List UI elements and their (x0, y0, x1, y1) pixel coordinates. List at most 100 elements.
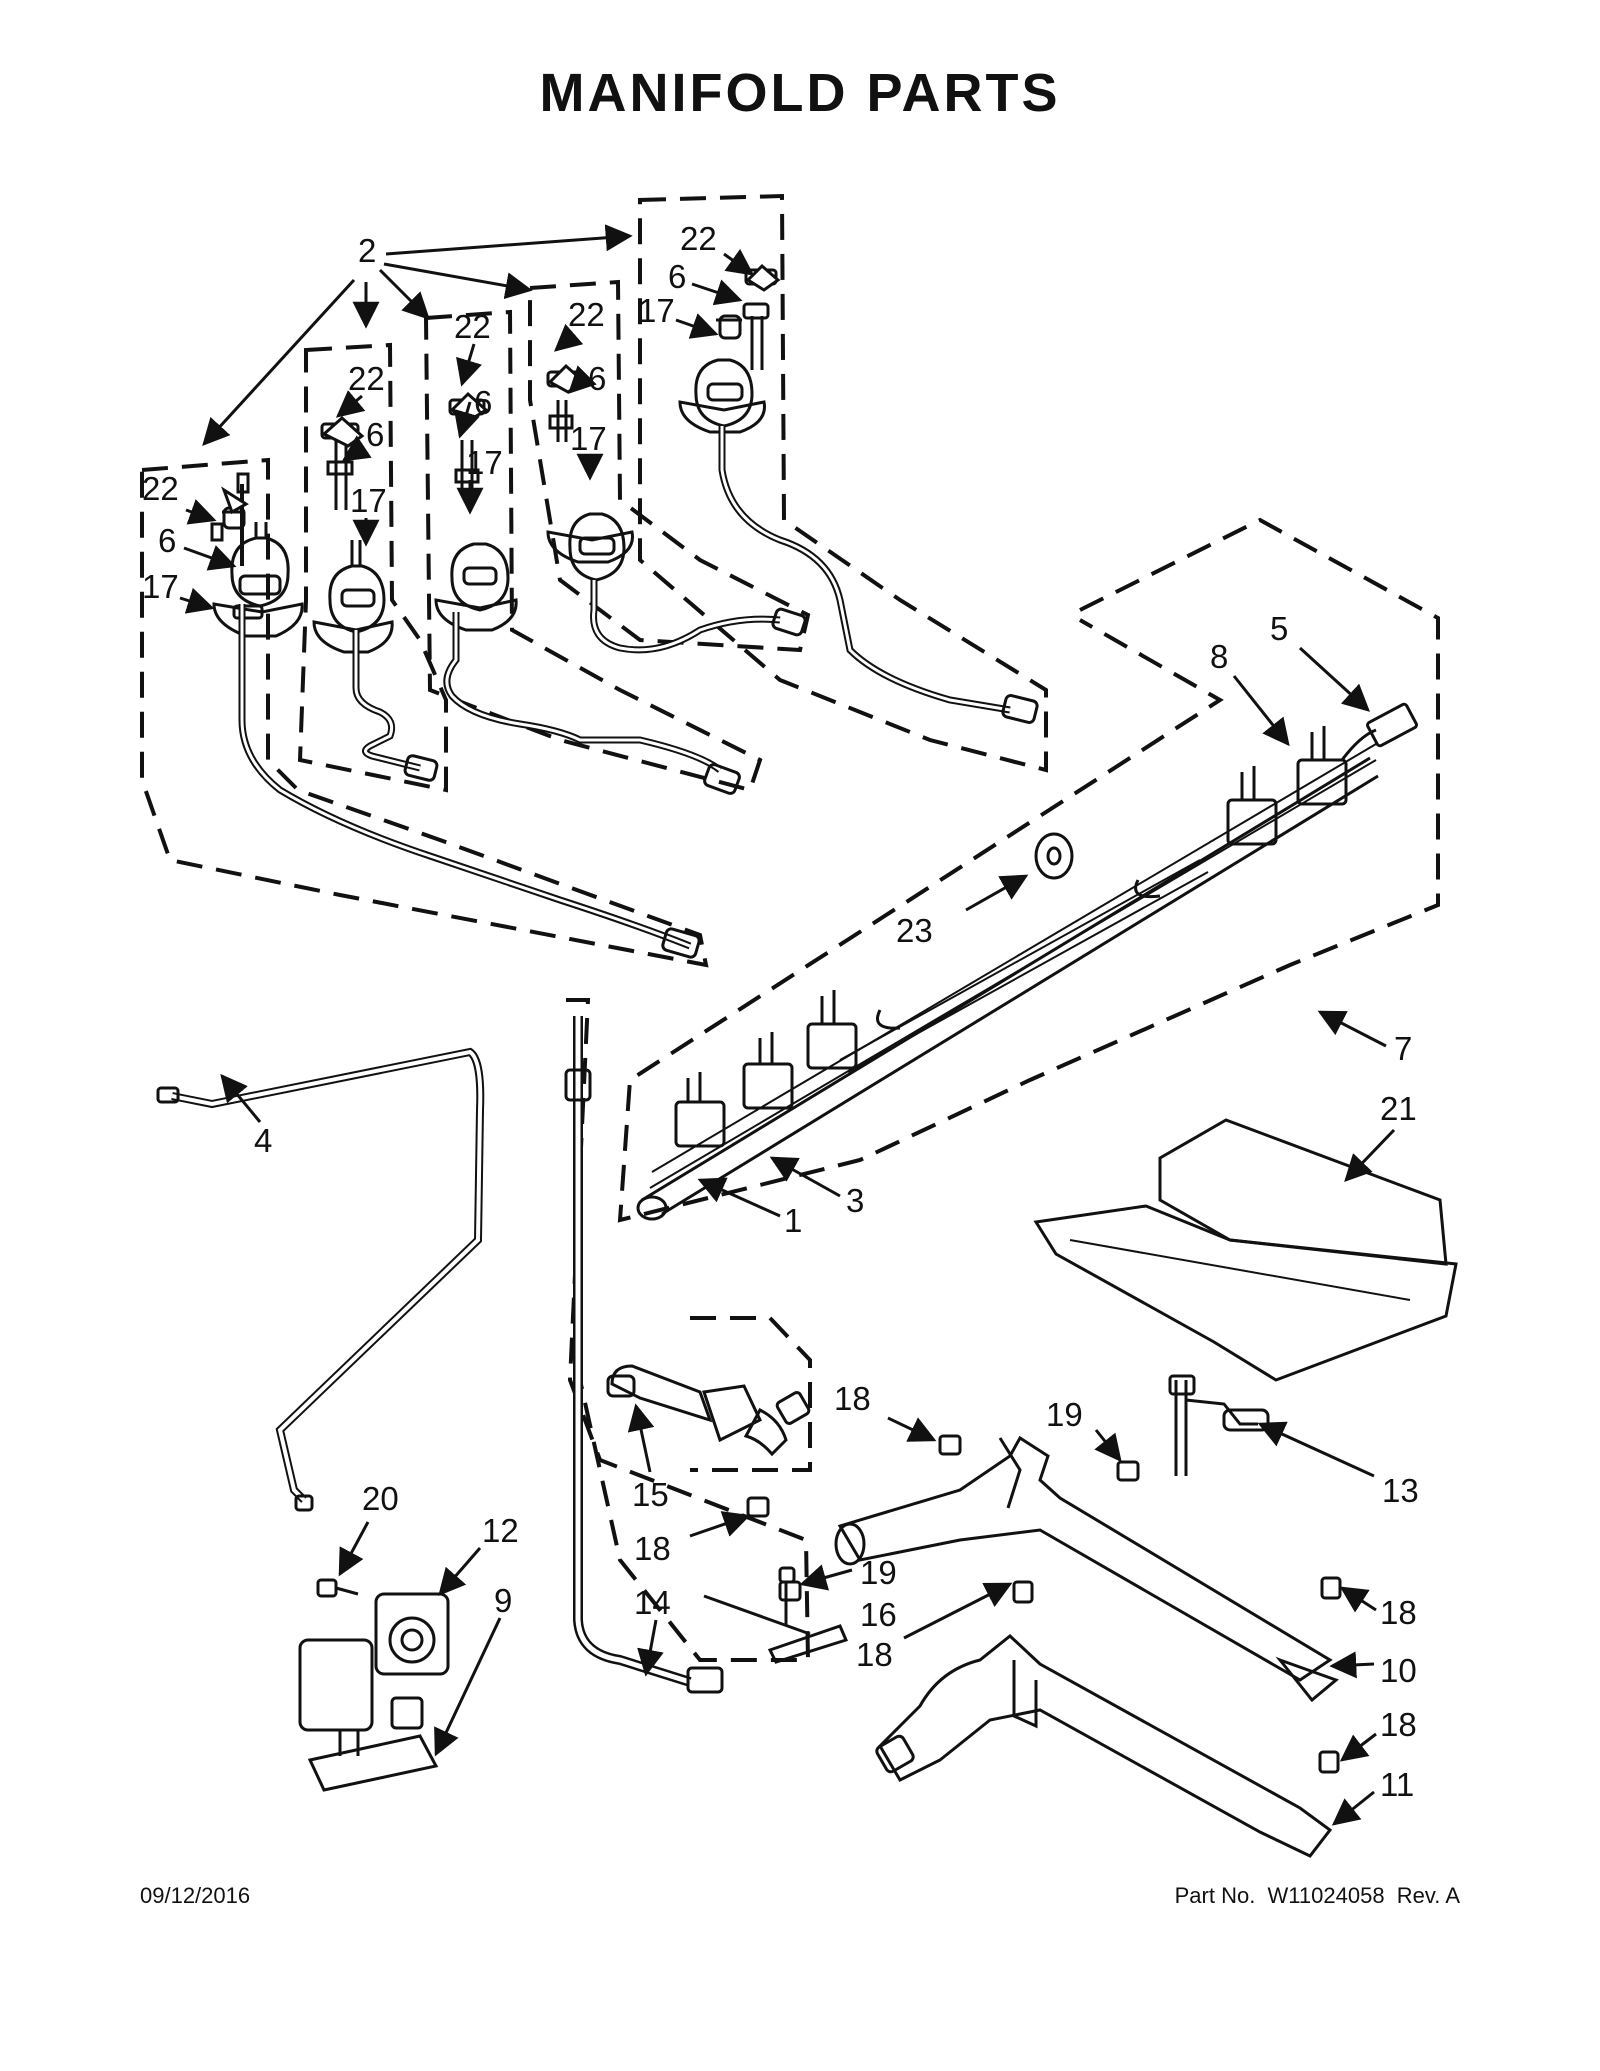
leader-8 (1232, 675, 1290, 747)
burner-valve-1 (210, 472, 701, 959)
callout-11: 11 (1380, 1766, 1414, 1803)
callout-22: 22 (568, 296, 605, 333)
manifold-pipe (636, 702, 1418, 1221)
callout-18: 18 (634, 1530, 671, 1567)
page-title: MANIFOLD PARTS (539, 63, 1061, 123)
callout-1: 1 (784, 1202, 802, 1239)
callout-7: 7 (1394, 1030, 1412, 1067)
leader-2-a (385, 224, 633, 256)
callout-18: 18 (1380, 1706, 1417, 1743)
revision-label: Rev. (1396, 1883, 1441, 1908)
part-number-line: Part No. W11024058 Rev. A (1175, 1883, 1460, 1909)
callout-21: 21 (1380, 1090, 1417, 1127)
callout-2: 2 (358, 232, 376, 269)
burner-valve-group-3-outline (423, 309, 763, 793)
callout-5: 5 (1270, 610, 1288, 647)
callout-4: 4 (254, 1122, 272, 1159)
leader-22a (185, 499, 217, 525)
callout-23: 23 (896, 912, 933, 949)
broil-burner (834, 1435, 1339, 1703)
leader-22d (553, 323, 584, 352)
burner-valve-2 (312, 415, 439, 782)
pressure-regulator (298, 1578, 450, 1792)
callout-17: 17 (466, 444, 503, 481)
callout-13: 13 (1382, 1472, 1419, 1509)
leader-4 (220, 1073, 262, 1123)
gas-line (156, 1047, 485, 1512)
leader-2-c (378, 268, 430, 320)
screw-18d (1320, 1576, 1342, 1600)
screw-18c (1012, 1580, 1034, 1604)
burner-valve-group-4-outline (528, 279, 811, 653)
leader-5 (1298, 646, 1370, 712)
leader-17a (179, 587, 215, 614)
callout-19: 19 (860, 1554, 897, 1591)
callout-15: 15 (632, 1476, 669, 1513)
manifold-valve-4 (1226, 766, 1278, 846)
callout-17: 17 (638, 292, 675, 329)
leader-2-e (202, 278, 356, 446)
leader-17e (675, 313, 719, 339)
leader-22b (335, 390, 366, 418)
callout-17: 17 (142, 568, 179, 605)
leader-11 (1331, 1790, 1375, 1826)
orifice-bracket (703, 1566, 849, 1664)
leader-6a (183, 545, 237, 571)
callout-19: 19 (1046, 1396, 1083, 1433)
leader-15 (627, 1403, 655, 1473)
callout-6: 6 (474, 384, 492, 421)
leader-23 (965, 874, 1029, 912)
burner-valve-5 (678, 263, 1039, 724)
callout-3: 3 (846, 1182, 864, 1219)
callout-6: 6 (366, 416, 384, 453)
leader-6e (691, 279, 743, 306)
broil-bracket-outline (690, 1316, 812, 1472)
leader-18a (887, 1416, 937, 1442)
callout-14: 14 (634, 1584, 671, 1621)
callout-22: 22 (348, 360, 385, 397)
leader-20 (338, 1521, 370, 1577)
leader-12 (438, 1547, 482, 1597)
callout-20: 20 (362, 1480, 399, 1517)
part-number-label: Part No. (1174, 1883, 1256, 1908)
oven-supply-tube (564, 1016, 724, 1694)
callout-9: 9 (494, 1582, 512, 1619)
callout-12: 12 (482, 1512, 519, 1549)
bake-burner (875, 1634, 1333, 1858)
oven-burner-group-outline (566, 998, 811, 1662)
wire-harness-connector (1340, 702, 1418, 761)
callout-22: 22 (142, 470, 179, 507)
regulator-bracket (307, 1734, 439, 1792)
leader-21 (1344, 1128, 1396, 1182)
leader-18c (903, 1582, 1013, 1640)
leader-10 (1329, 1651, 1375, 1679)
leader-19a (1094, 1429, 1122, 1463)
callout-8: 8 (1210, 638, 1228, 675)
burner-valve-group-5-outline (638, 193, 1048, 773)
leader-18b (689, 1511, 751, 1538)
screws (746, 1434, 1342, 1774)
leader-6d (568, 365, 597, 394)
screw-18e (1318, 1750, 1340, 1774)
callout-18: 18 (1380, 1594, 1417, 1631)
manifold-valve-5 (1296, 726, 1348, 806)
callout-6: 6 (158, 522, 176, 559)
heat-shield (1033, 1118, 1458, 1382)
part-number: W11024058 (1267, 1883, 1385, 1908)
callout-17: 17 (570, 420, 607, 457)
leader-14 (637, 1619, 664, 1677)
igniter (1168, 1374, 1270, 1476)
manifold-assembly-outline (617, 517, 1440, 1223)
leader-7 (1317, 1010, 1387, 1048)
leader-13 (1257, 1421, 1375, 1478)
leader-6c (453, 401, 480, 439)
callout-22: 22 (454, 308, 491, 345)
manifold-valve-3 (806, 990, 858, 1070)
leader-22c (456, 343, 482, 387)
screw-19b (778, 1580, 802, 1602)
leader-22e (723, 248, 755, 276)
burner-valve-4 (546, 363, 807, 654)
leader-18e (1339, 1732, 1377, 1762)
leader-3 (769, 1156, 841, 1198)
